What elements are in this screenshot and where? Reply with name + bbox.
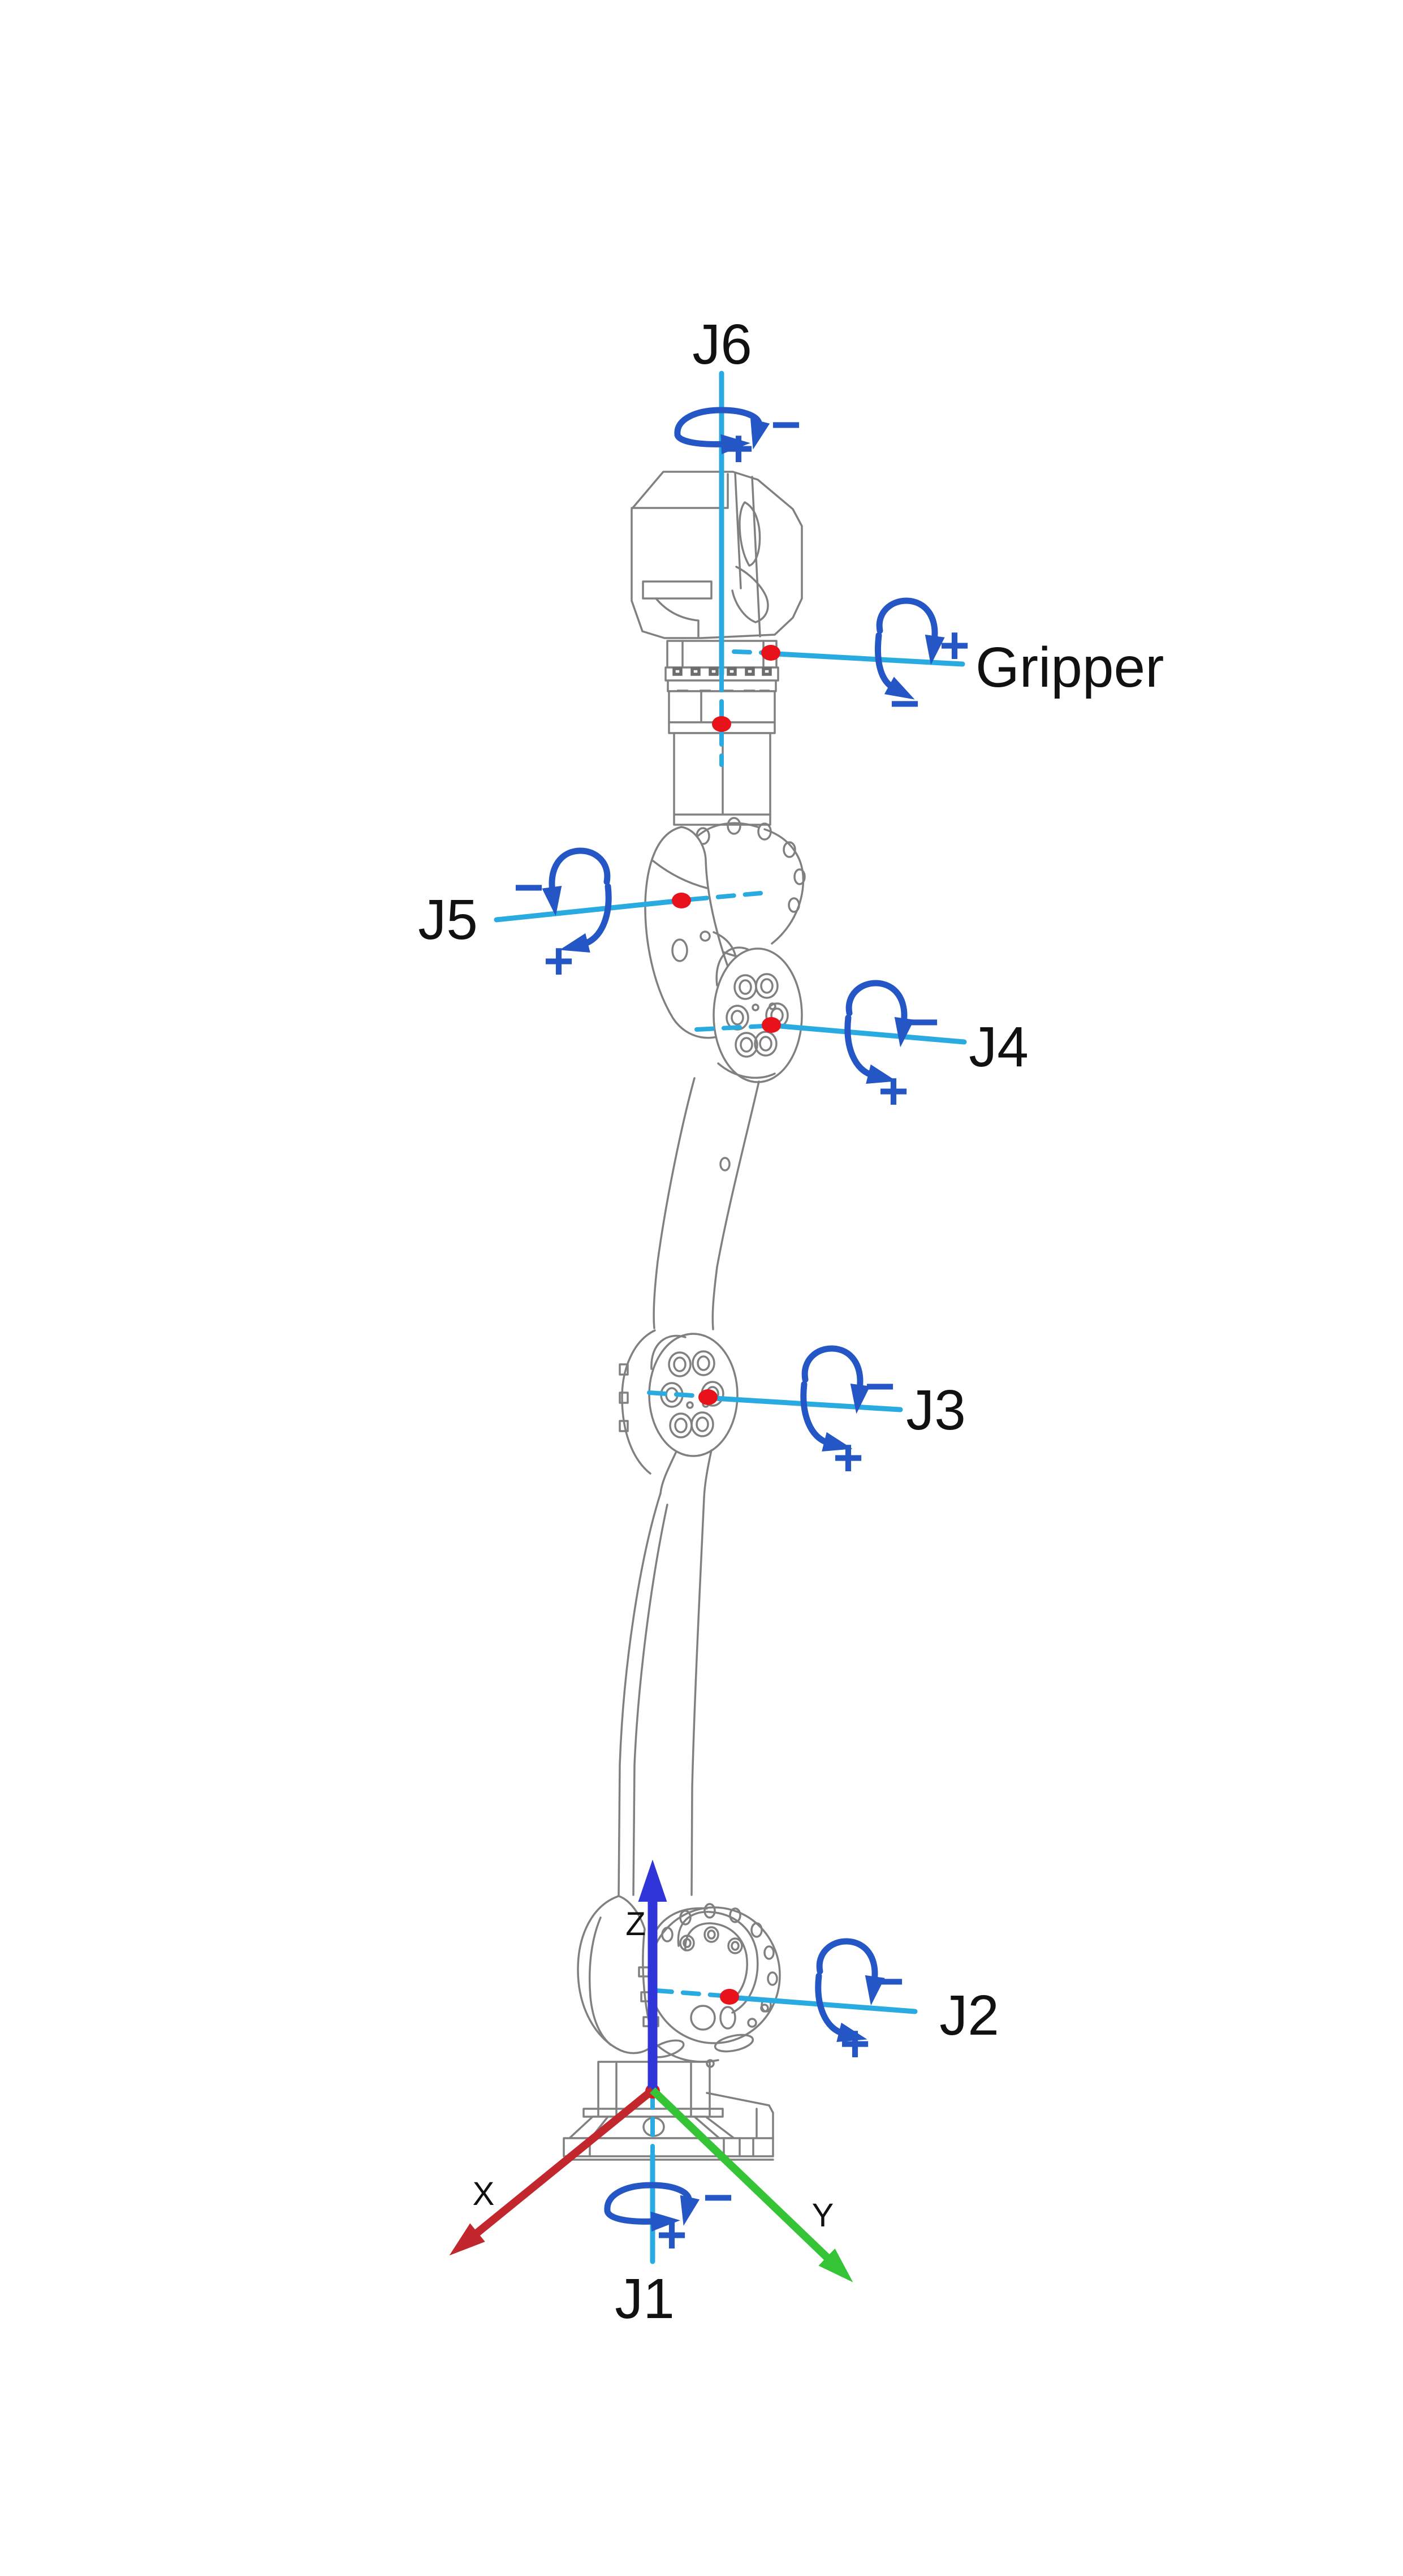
shoulder-j2-drawing [577,1895,781,2068]
j3-joint-dot [698,1389,718,1405]
j4-axis-line [778,1023,967,1045]
j3-axis-dashed-line [647,1390,703,1398]
j5-joint-dot [672,893,691,908]
j3-label: J3 [906,1379,966,1442]
j2-axis-line [735,1995,918,2014]
j5-plus-label: + [543,932,574,990]
gripper-axis-dashed-line [732,649,767,655]
y-axis-arrow-icon [650,2087,853,2282]
lower-arm-drawing [618,1492,705,1897]
x-axis-label: X [473,2176,495,2212]
gripper-label: Gripper [975,636,1164,699]
j4-minus-label: − [909,993,939,1051]
j2-axis-dashed-line [654,1988,724,1998]
gripper-head-drawing [631,471,803,639]
j2-rotation-arrow-icon [815,1938,885,2042]
j1-plus-label: + [657,2206,687,2264]
wrist-j4-drawing [713,931,803,1083]
elbow-j3-drawing [619,1329,739,1499]
j4-rotation-arrow-icon [844,980,914,1084]
j5-label: J5 [418,888,478,951]
j5-rotation-arrow-icon [542,847,612,953]
j4-joint-dot [762,1017,781,1033]
j1-rotation-arrow-icon [604,2182,700,2232]
gripper-minus-label: − [890,675,920,733]
gripper-joint-dot [761,645,780,661]
j5-axis-line [494,898,679,923]
gripper-plus-label: + [939,617,970,674]
robot-arm-drawing [563,471,806,2161]
j4-axis-dashed-line [694,1024,766,1032]
j6-joint-dot [712,716,731,732]
j5-axis-dashed-line [689,891,763,902]
y-axis-label: Y [812,2197,834,2234]
j2-joint-dot [720,1989,739,2005]
base-coordinate-frame [449,1859,853,2282]
j3-minus-label: − [865,1358,895,1415]
j1-label: J1 [615,2267,675,2331]
j2-plus-label: + [840,2015,870,2073]
rotation-arrows [542,407,945,2232]
gripper-axis-line [774,651,965,667]
j5-minus-label: − [513,859,544,916]
z-axis-label: Z [625,1906,645,1942]
j3-rotation-arrow-icon [800,1345,870,1451]
j3-plus-label: + [833,1429,864,1487]
j6-rotation-arrow-icon [674,407,770,454]
j4-label: J4 [969,1015,1029,1079]
j4-plus-label: + [878,1062,909,1120]
j6-minus-label: − [771,396,801,454]
j6-label: J6 [692,313,752,376]
j6-plus-label: + [723,420,754,477]
gripper-rotation-arrow-icon [874,597,945,700]
labels: J6 − + Gripper + − J5 − + J4 − + J3 − + … [418,313,1164,2331]
x-axis-arrow-icon [449,2087,655,2256]
j2-label: J2 [939,1984,999,2047]
j1-minus-label: − [703,2169,733,2226]
j2-minus-label: − [874,1953,904,2010]
joint-axis-lines [494,371,967,2264]
upper-arm-drawing [653,1077,760,1330]
